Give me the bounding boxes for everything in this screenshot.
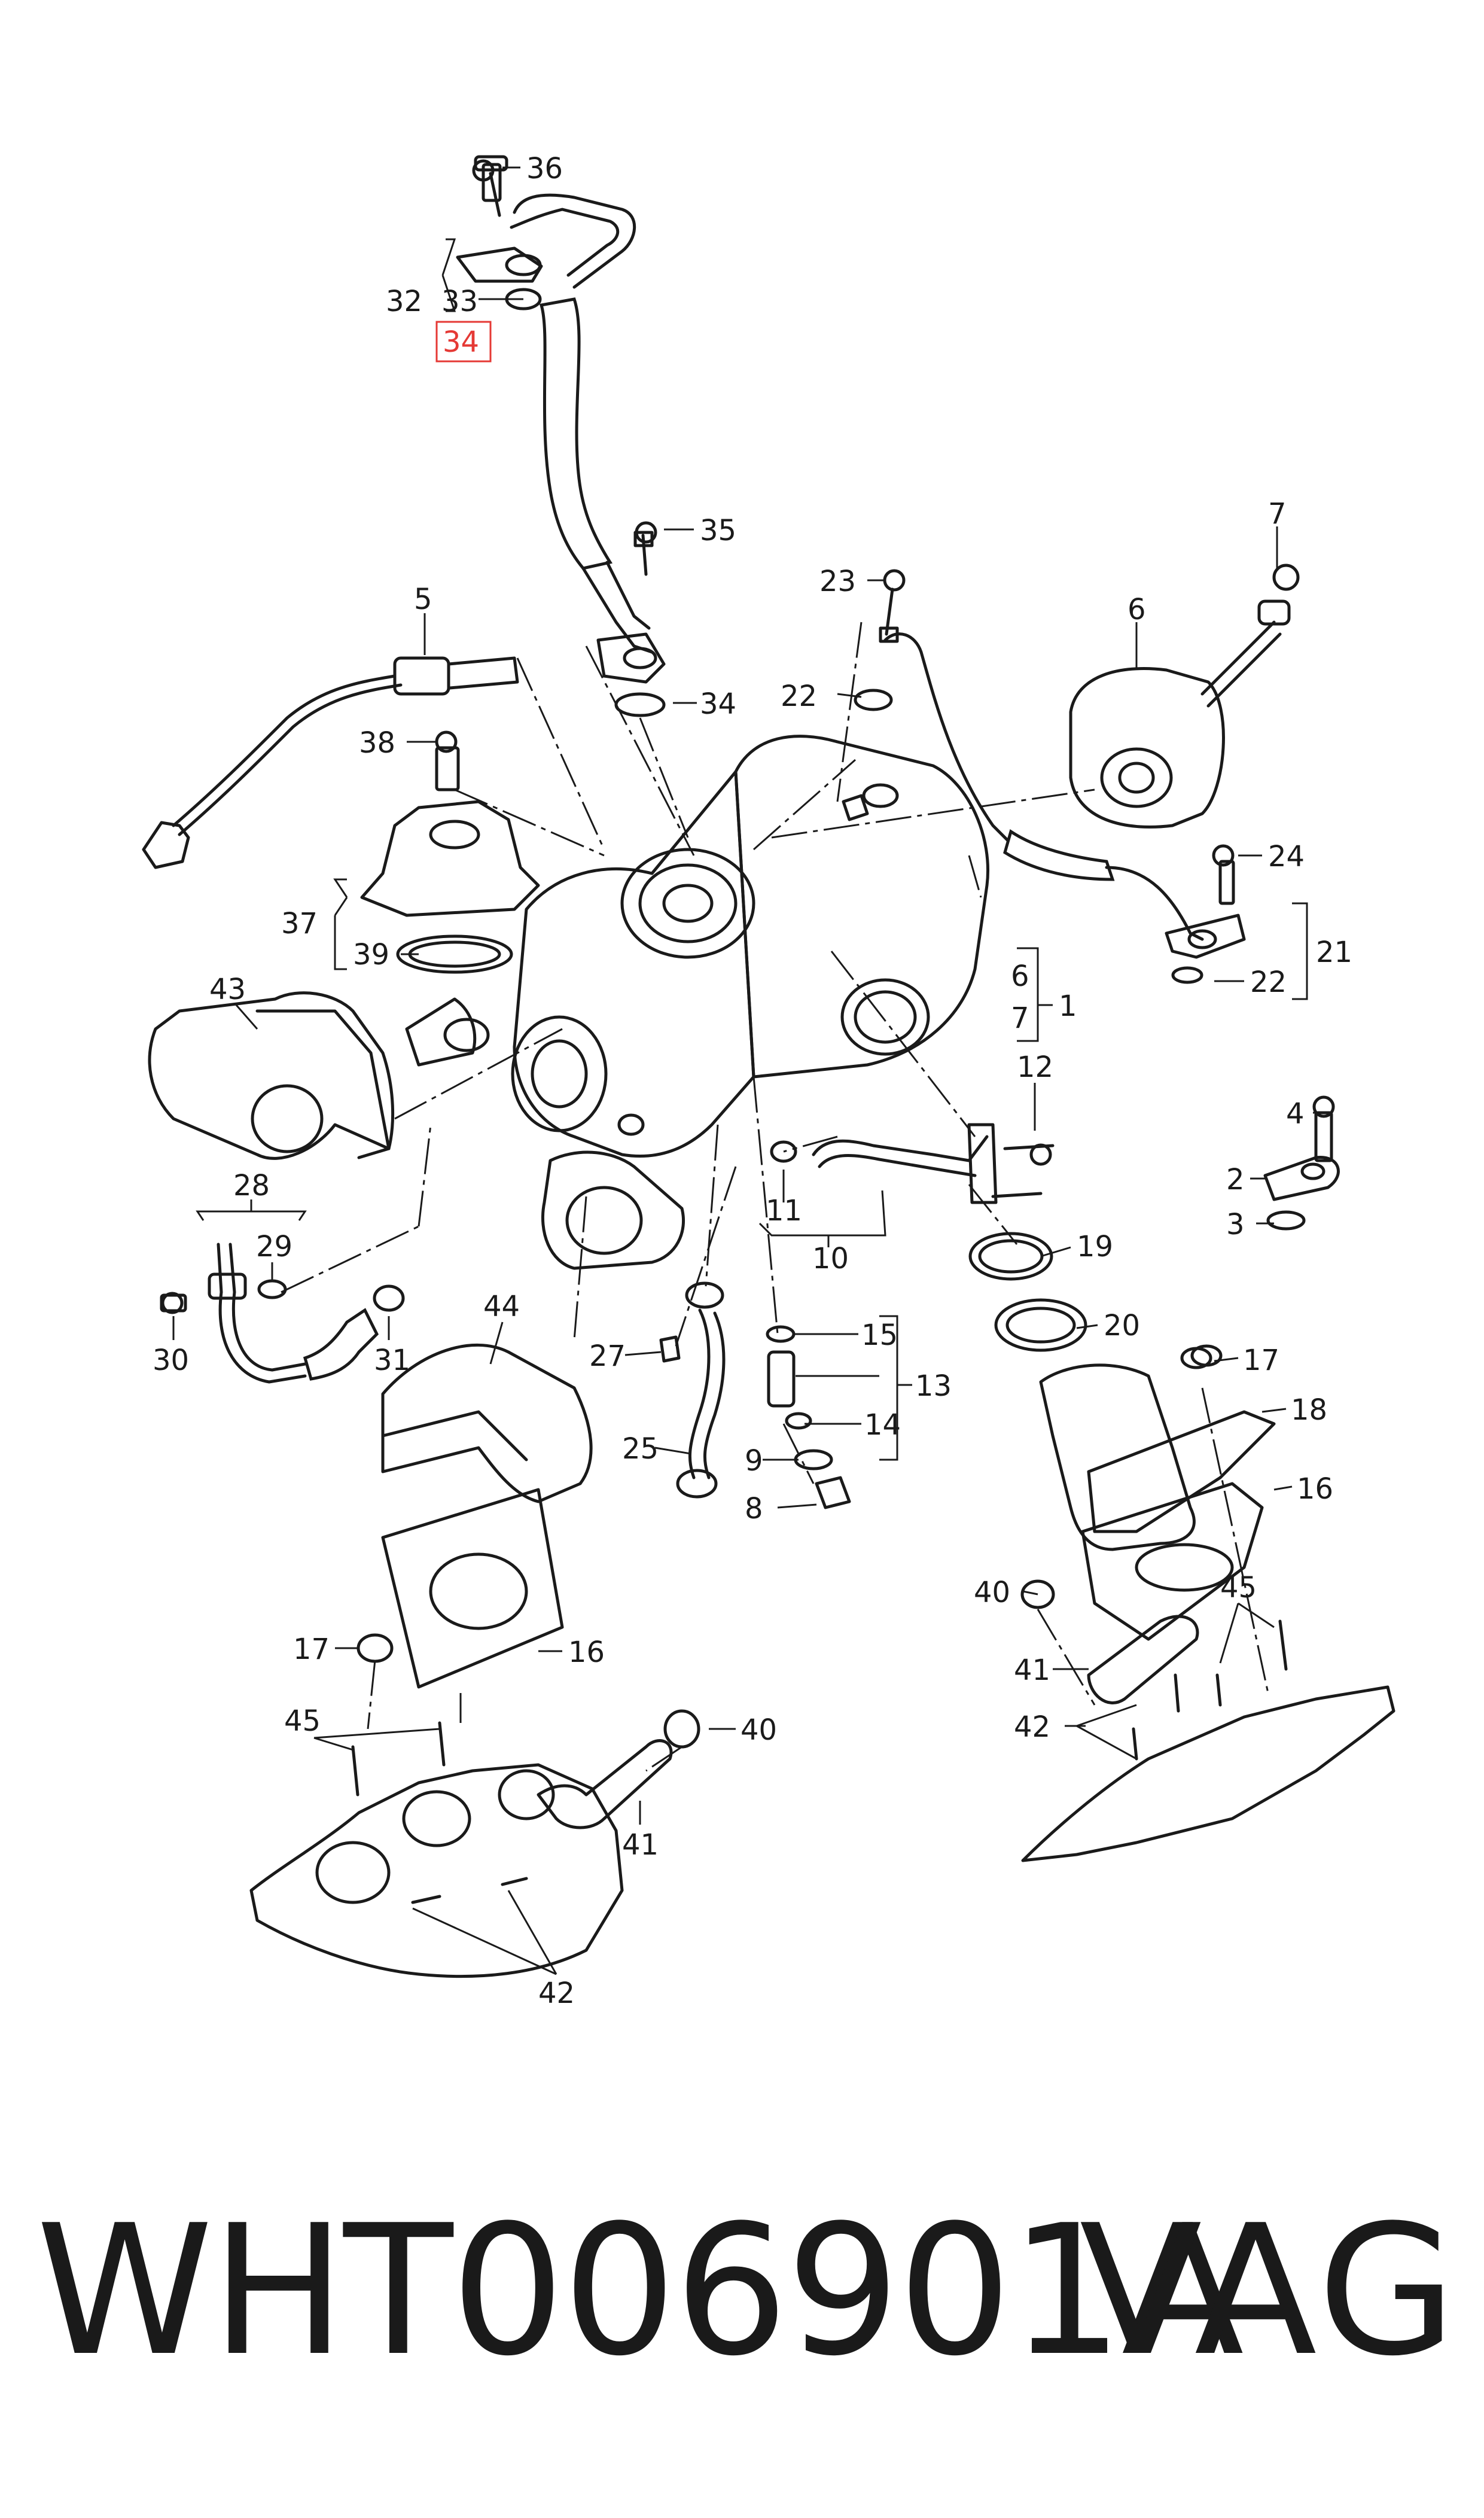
callout-30: 30 <box>153 1344 189 1377</box>
callout-19: 19 <box>1077 1230 1113 1263</box>
oil-return-pipe <box>770 1123 1055 1204</box>
callout-32: 32 <box>386 285 422 318</box>
callout-17: 17 <box>1243 1344 1279 1377</box>
callout-4: 4 <box>1286 1097 1305 1131</box>
callout-39: 39 <box>353 938 389 972</box>
callout-22: 22 <box>781 680 817 713</box>
callout-8: 8 <box>745 1492 763 1526</box>
oil-supply-line <box>456 155 666 717</box>
callout-27: 27 <box>589 1339 626 1373</box>
oil-pipe-lower <box>160 1243 405 1384</box>
callout-22: 22 <box>1250 966 1287 999</box>
callout-16: 16 <box>568 1636 605 1669</box>
exploded-parts-diagram: 36 32 33 34 35 34 5 38 37 39 43 28 29 30… <box>142 152 1395 2010</box>
callout-37: 37 <box>281 907 318 940</box>
assembly-lines <box>281 622 1269 1772</box>
callout-3: 3 <box>1226 1208 1245 1241</box>
callout-44: 44 <box>483 1290 520 1323</box>
bolts <box>161 159 1335 1314</box>
callout-24: 24 <box>1268 840 1305 873</box>
callout-7: 7 <box>1011 1001 1029 1035</box>
part-number: WHT006901A <box>36 2187 1244 2395</box>
intake-connector <box>148 991 395 1160</box>
callout-42: 42 <box>1014 1710 1050 1744</box>
callout-41: 41 <box>622 1828 659 1862</box>
callout-25: 25 <box>622 1432 659 1466</box>
callout-6: 6 <box>1128 593 1146 626</box>
callout-45: 45 <box>284 1704 321 1738</box>
callout-35: 35 <box>700 514 736 547</box>
callout-40: 40 <box>741 1713 777 1747</box>
callout-38: 38 <box>359 726 395 760</box>
callout-10: 10 <box>812 1242 849 1275</box>
part-drawings <box>142 155 1395 1978</box>
callout-labels: 36 32 33 34 35 34 5 38 37 39 43 28 29 30… <box>153 152 1352 2010</box>
brand-label: VAG <box>1079 2187 1460 2395</box>
cylinder-heads <box>249 1344 1395 1978</box>
callout-1: 1 <box>1059 989 1077 1023</box>
wastegate-actuator <box>1069 564 1300 829</box>
heat-shield <box>381 1343 593 1503</box>
callout-23: 23 <box>819 565 856 598</box>
callout-43: 43 <box>209 973 246 1006</box>
callout-29: 29 <box>256 1230 292 1263</box>
clamps-downpipe <box>968 1232 1276 1551</box>
callout-34: 34 <box>700 687 736 721</box>
callout-33: 33 <box>441 285 478 318</box>
lambda-probe <box>142 656 519 869</box>
coolant-flange <box>360 746 540 974</box>
callout-7: 7 <box>1268 497 1287 531</box>
callout-14: 14 <box>864 1408 901 1442</box>
callout-31: 31 <box>374 1344 410 1377</box>
gaskets <box>381 1482 1264 1689</box>
callout-17: 17 <box>293 1633 330 1666</box>
callout-34-highlighted: 34 <box>443 325 479 359</box>
callout-12: 12 <box>1017 1051 1053 1084</box>
callout-41: 41 <box>1014 1654 1050 1687</box>
callout-20: 20 <box>1104 1309 1140 1342</box>
callout-42: 42 <box>538 1977 575 2010</box>
callout-36: 36 <box>526 152 563 185</box>
callout-28: 28 <box>233 1169 270 1202</box>
callout-45: 45 <box>1220 1571 1257 1604</box>
callout-21: 21 <box>1316 936 1352 969</box>
turbocharger <box>405 735 989 1270</box>
footer: WHT006901A VAG <box>0 2166 1484 2501</box>
highlight-frame <box>435 321 492 363</box>
callout-6: 6 <box>1011 960 1029 993</box>
callout-15: 15 <box>861 1319 898 1352</box>
vacuum-hose <box>854 632 1246 984</box>
callout-5: 5 <box>414 583 432 616</box>
callout-13: 13 <box>915 1369 952 1403</box>
leader-lines <box>172 166 1328 1975</box>
callout-40: 40 <box>974 1576 1010 1609</box>
callout-18: 18 <box>1291 1393 1327 1427</box>
callout-11: 11 <box>766 1194 802 1228</box>
callout-2: 2 <box>1226 1163 1245 1196</box>
callout-16: 16 <box>1297 1472 1333 1506</box>
callout-9: 9 <box>745 1444 763 1478</box>
